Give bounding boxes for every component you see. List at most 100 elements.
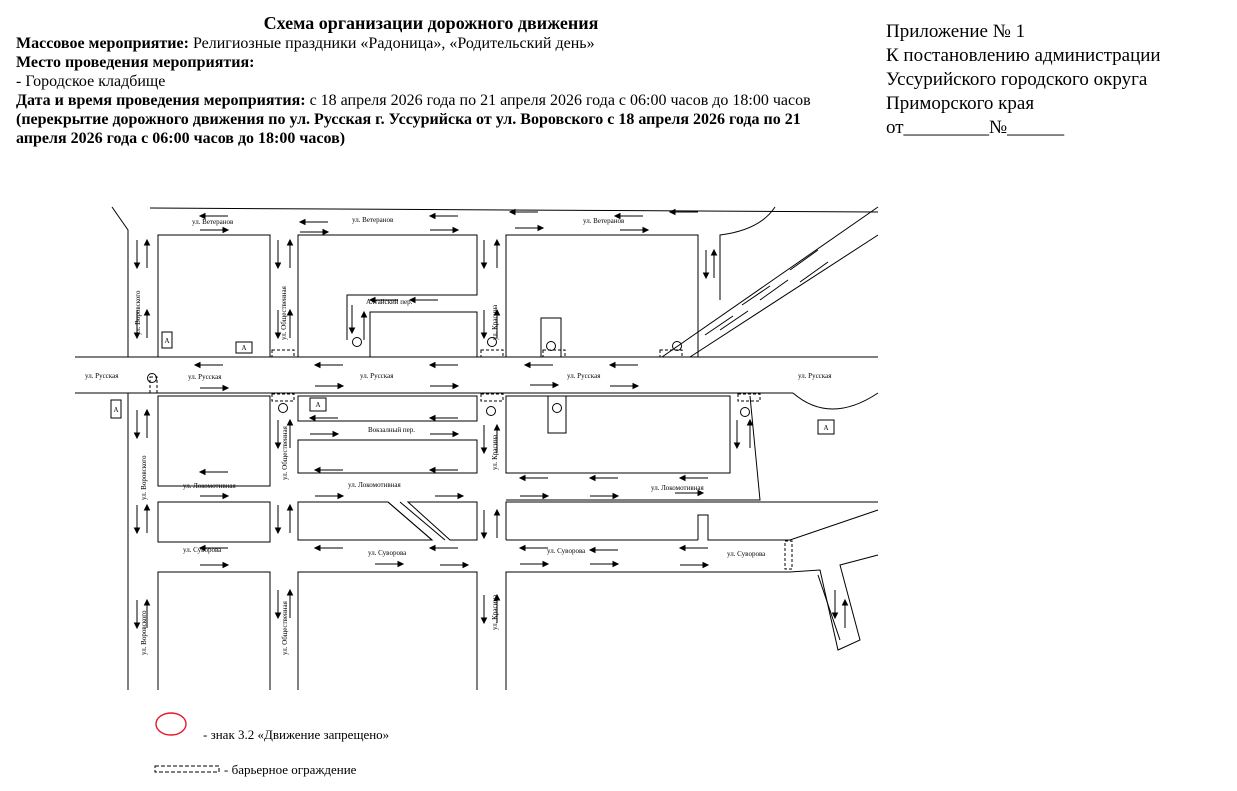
traffic-arrow-head (632, 382, 640, 390)
label-russkaya-2: ул. Русская (188, 373, 222, 381)
sign-circle-3 (487, 337, 497, 347)
traffic-arrow-head (143, 503, 151, 511)
traffic-arrow-head (841, 598, 849, 606)
traffic-arrow-head (286, 418, 294, 426)
traffic-arrow-head (480, 262, 488, 270)
lokomotivnaya-east-edge (506, 395, 761, 501)
label-suvorova-3: ул. Суворова (547, 547, 586, 555)
bus-stop-1 (161, 331, 173, 349)
traffic-arrow-head (348, 327, 356, 335)
label-vokzalny: Вокзалный пер. (368, 426, 415, 434)
label-veteranov-3: ул. Ветеранов (583, 217, 625, 225)
barrier-2 (480, 349, 504, 358)
traffic-arrow-diagonal (719, 310, 749, 331)
traffic-arrow-head (298, 218, 306, 226)
event-label: Массовое мероприятие: (16, 35, 189, 52)
traffic-arrow-head (193, 361, 201, 369)
annex-block: Приложение № 1 К постановлению администр… (886, 20, 1161, 140)
block-2-2a (297, 395, 478, 422)
traffic-arrow-head (452, 226, 460, 234)
traffic-arrow-head (274, 332, 282, 340)
event-line: Массовое мероприятие: Религиозные праздн… (16, 34, 846, 53)
block-3-3-notch (697, 509, 879, 541)
datetime-label: Дата и время проведения мероприятия: (16, 92, 306, 109)
traffic-arrow-head (313, 544, 321, 552)
bus-stop-4-label: А (315, 401, 320, 409)
sign-circle-1 (147, 373, 157, 383)
traffic-arrow-head (678, 544, 686, 552)
bus-stop-5 (817, 419, 835, 435)
legend-sign-icon (155, 712, 187, 736)
label-suvorova-4: ул. Суворова (727, 550, 766, 558)
block-1-3 (505, 234, 699, 357)
vorovskogo-west-edge-top (111, 206, 129, 357)
label-russkaya-5: ул. Русская (798, 372, 832, 380)
label-vorovskogo-1: ул. Воровского (134, 290, 142, 335)
label-lokomotivnaya-2: ул. Локомотивная (348, 481, 401, 489)
traffic-arrow-head (678, 474, 686, 482)
sign-circle-7 (486, 406, 496, 416)
sign-circle-6 (278, 403, 288, 413)
traffic-arrow-head (337, 492, 345, 500)
block-3-3-top (505, 501, 878, 540)
block-3-1 (157, 501, 271, 543)
traffic-arrow-head (428, 212, 436, 220)
traffic-arrow-head (274, 612, 282, 620)
annex-line-5: от_________№______ (886, 117, 1065, 138)
closure-note: (перекрытие дорожного движения по ул. Ру… (16, 111, 801, 147)
sign-circle-5 (672, 341, 682, 351)
traffic-arrow-head (143, 408, 151, 416)
bus-stop-4 (309, 397, 327, 412)
traffic-arrow-head (313, 361, 321, 369)
traffic-arrow-head (408, 296, 416, 304)
traffic-arrow-head (308, 414, 316, 422)
no-entry-signs (147, 337, 750, 417)
traffic-arrow-head (143, 238, 151, 246)
block-1-1 (157, 234, 271, 358)
diagonal-road-edge-2 (689, 234, 879, 358)
traffic-arrow-head (452, 430, 460, 438)
traffic-arrow-head (360, 310, 368, 318)
traffic-arrow-head (493, 423, 501, 431)
traffic-arrow-head (337, 382, 345, 390)
sign-circle-8 (552, 403, 562, 413)
label-obshchestvennaya-1: ул. Общественная (280, 285, 288, 340)
traffic-arrow-head (537, 224, 545, 232)
traffic-arrow-head (493, 238, 501, 246)
traffic-arrow-head (428, 466, 436, 474)
traffic-arrow-head (286, 238, 294, 246)
label-russkaya-1: ул. Русская (85, 372, 119, 380)
traffic-arrow-head (133, 332, 141, 340)
block-1-2 (297, 234, 478, 357)
block-1-4-edge (719, 206, 776, 300)
bus-stop-1-label: А (164, 337, 169, 345)
traffic-arrow-head (493, 593, 501, 601)
traffic-arrow-diagonal (799, 261, 829, 283)
label-suvorova-2: ул. Суворова (368, 549, 407, 557)
barrier-9 (784, 540, 793, 570)
traffic-arrow-head (452, 382, 460, 390)
traffic-arrow-head (612, 492, 620, 500)
barriers (149, 349, 793, 570)
event-value: Религиозные праздники «Радоница», «Родит… (188, 35, 595, 52)
traffic-arrows (133, 208, 849, 630)
traffic-arrow-head (831, 612, 839, 620)
legend-barrier-icon (154, 765, 220, 773)
diagonal-road-edge-1 (661, 206, 879, 358)
traffic-arrow-head (313, 466, 321, 474)
traffic-arrow-head (198, 468, 206, 476)
annex-line-3: Уссурийского городского округа (886, 69, 1148, 90)
document-header: Схема организации дорожного движения Мас… (16, 14, 846, 148)
place-value: - Городское кладбище (16, 73, 166, 90)
block-2-2b (297, 439, 478, 474)
traffic-arrow-head (222, 384, 230, 392)
label-altaisky: Алтайский пер. (366, 298, 413, 306)
traffic-arrow-head (133, 527, 141, 535)
bus-stop-3 (110, 399, 122, 419)
small-block-1 (540, 317, 562, 358)
block-4-1 (157, 571, 271, 690)
label-krasina-1: ул. Красина (491, 304, 499, 340)
traffic-arrow-head (428, 414, 436, 422)
traffic-arrow-head (428, 361, 436, 369)
traffic-arrow-head (588, 546, 596, 554)
